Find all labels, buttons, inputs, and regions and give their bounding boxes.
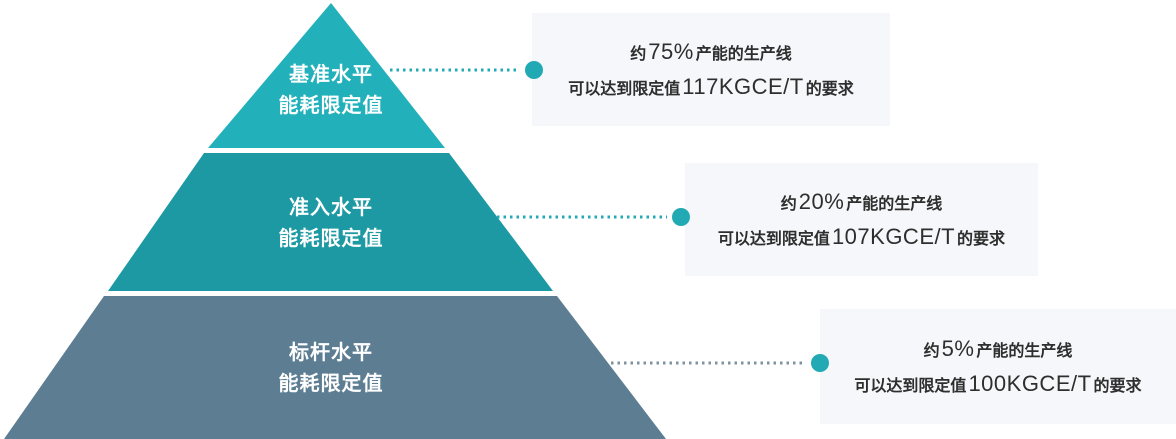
callout-number: 107KGCE/T xyxy=(831,224,956,249)
callout-text-segment: 的要求 xyxy=(957,231,1006,248)
tier-label-pacesetter-level: 标杆水平 能耗限定值 xyxy=(210,338,452,400)
tier-label-line: 基准水平 xyxy=(289,64,373,86)
callout-text-segment: 可以达到限定值 xyxy=(568,81,681,98)
tier-label-line: 标杆水平 xyxy=(289,342,373,364)
callout-number: 117KGCE/T xyxy=(682,74,804,99)
tier-label-line: 准入水平 xyxy=(289,197,373,219)
callout-text-line: 约20%产能的生产线 xyxy=(685,189,1038,215)
callout-text-segment: 可以达到限定值 xyxy=(854,378,967,395)
callout-text-line: 约75%产能的生产线 xyxy=(532,39,890,65)
callout-number: 5% xyxy=(941,336,975,361)
callout-text-line: 约5%产能的生产线 xyxy=(820,336,1176,362)
tier-label-line: 能耗限定值 xyxy=(278,228,384,250)
tier-label-benchmark-level: 基准水平 能耗限定值 xyxy=(210,60,452,122)
callout-text-segment: 的要求 xyxy=(805,81,854,98)
callout-number: 100KGCE/T xyxy=(968,371,1092,396)
callout-text-segment: 约 xyxy=(630,46,647,63)
tier-label-entry-level: 准入水平 能耗限定值 xyxy=(210,193,452,255)
callout-text-segment: 产能的生产线 xyxy=(846,196,943,213)
callout-number: 20% xyxy=(798,189,845,214)
callout-text-segment: 产能的生产线 xyxy=(695,46,792,63)
callout-number: 75% xyxy=(648,39,694,64)
callout-text-segment: 的要求 xyxy=(1093,378,1142,395)
tier-label-line: 能耗限定值 xyxy=(278,373,384,395)
callout-text-segment: 可以达到限定值 xyxy=(717,231,830,248)
tier-label-line: 能耗限定值 xyxy=(278,95,384,117)
callout-text-segment: 约 xyxy=(923,343,940,360)
callout-text-segment: 产能的生产线 xyxy=(976,343,1073,360)
callout-text-segment: 约 xyxy=(780,196,797,213)
